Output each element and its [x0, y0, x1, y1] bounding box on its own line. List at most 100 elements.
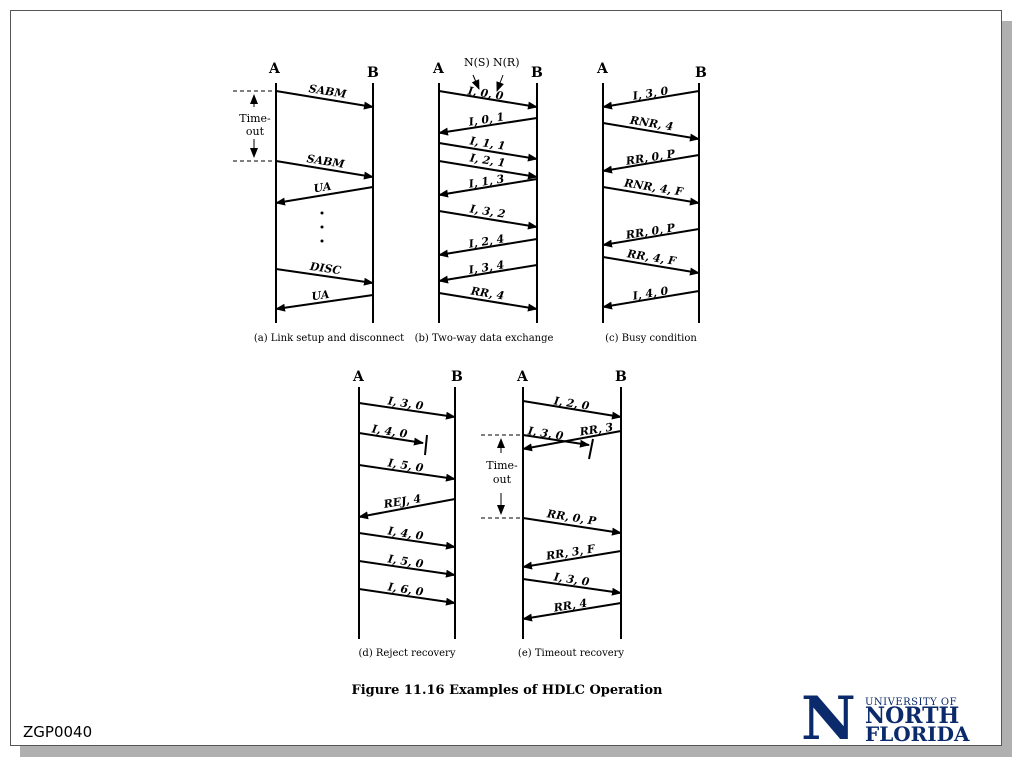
- panel-caption: (b) Two-way data exchange: [415, 333, 554, 344]
- frame-arrow: [602, 186, 700, 206]
- frame-label: RR, 4: [469, 284, 505, 302]
- timeout-label: out: [493, 473, 512, 486]
- frame-arrow: [522, 434, 590, 448]
- university-logo: N UNIVERSITY OF NORTH FLORIDA: [801, 684, 1001, 746]
- frame-arrow: [522, 517, 622, 536]
- panel-caption: (d) Reject recovery: [359, 648, 456, 659]
- frame-label: I, 2, 4: [467, 232, 505, 251]
- slide-id: ZGP0040: [23, 723, 93, 741]
- timeout-label: Time-: [239, 112, 271, 125]
- panel-caption: (c) Busy condition: [605, 333, 697, 344]
- frame-label: RR, 3: [578, 420, 615, 438]
- frame-label: I, 2, 1: [468, 151, 506, 170]
- frame-arrow: [522, 550, 622, 570]
- frame-arrow: [358, 532, 456, 550]
- station-a-label: A: [432, 61, 445, 77]
- hdlc-diagram: A B Time- out SABM SABM UA DISC UA (a) L…: [233, 56, 707, 659]
- station-b-label: B: [531, 65, 543, 81]
- panel-e: [522, 387, 622, 639]
- frame-label: DISC: [308, 260, 342, 277]
- timeout-label: Time-: [486, 459, 518, 472]
- frame-label: I, 6, 0: [386, 580, 425, 599]
- logo-line: FLORIDA: [865, 722, 970, 746]
- frame-label: I, 5, 0: [386, 456, 425, 475]
- frame-labels-a: SABM SABM UA DISC UA: [306, 82, 348, 303]
- frame-label: I, 4, 0: [386, 524, 425, 543]
- panel-b: [438, 83, 538, 323]
- figure-caption: Figure 11.16 Examples of HDLC Operation: [351, 683, 663, 698]
- frame-arrow: [438, 238, 538, 258]
- station-a-label: A: [352, 369, 365, 385]
- ns-label: N(S): [464, 56, 490, 69]
- frame-label: I, 1, 1: [468, 134, 506, 153]
- frame-labels-e: I, 2, 0 I, 3, 0 RR, 3 RR, 0, P RR, 3, F …: [526, 394, 615, 615]
- slide: A B Time- out SABM SABM UA DISC UA (a) L…: [10, 10, 1002, 746]
- timeout-label: out: [246, 125, 265, 138]
- frame-arrow: [522, 400, 622, 420]
- frame-arrow: [602, 154, 700, 174]
- logo-n-mark: N: [801, 684, 856, 746]
- frame-arrow: [438, 142, 538, 162]
- frame-arrow: [358, 464, 456, 482]
- frame-arrow: [438, 264, 538, 284]
- frame-arrow: [438, 90, 538, 110]
- frame-label: RR, 0, P: [624, 147, 677, 168]
- frame-label: I, 3, 0: [552, 570, 591, 589]
- ns-nr-pointers: [471, 74, 504, 92]
- nr-label: N(R): [493, 56, 520, 69]
- frame-label: I, 3, 4: [467, 258, 505, 277]
- station-b-label: B: [367, 65, 379, 81]
- logo-line: NORTH: [865, 703, 960, 729]
- frame-arrow: [438, 210, 538, 230]
- frame-arrow: [275, 268, 374, 286]
- frame-arrow: [358, 498, 456, 520]
- frame-arrow: [358, 560, 456, 578]
- frame-label: I, 0, 1: [467, 110, 505, 129]
- frame-arrow: [358, 588, 456, 606]
- frame-label: I, 2, 0: [552, 394, 591, 413]
- frame-label: I, 0, 0: [466, 84, 505, 103]
- frame-arrow: [602, 228, 700, 248]
- frame-arrow: [275, 294, 374, 312]
- station-a-label: A: [516, 369, 529, 385]
- timeout-marker-e: [481, 434, 523, 519]
- station-b-label: B: [615, 369, 627, 385]
- frame-arrow: [602, 256, 700, 276]
- frame-arrow: [602, 90, 700, 110]
- frame-label: I, 3, 2: [468, 202, 507, 221]
- frame-labels-c: I, 3, 0 RNR, 4 RR, 0, P RNR, 4, F RR, 0,…: [622, 84, 685, 303]
- frame-arrow: [275, 186, 374, 206]
- panel-caption: (a) Link setup and disconnect: [254, 333, 404, 344]
- frame-arrow: [275, 90, 374, 110]
- frame-arrow: [602, 290, 700, 310]
- frame-labels-d: I, 3, 0 I, 4, 0 I, 5, 0 REJ, 4 I, 4, 0 I…: [370, 394, 425, 599]
- panel-a: [275, 83, 374, 323]
- frame-arrow: [522, 602, 622, 622]
- frame-arrow: [358, 402, 456, 420]
- frame-arrow: [275, 160, 374, 180]
- frame-label: I, 5, 0: [386, 552, 425, 571]
- frame-label: I, 3, 0: [631, 84, 670, 103]
- frame-arrow: [522, 430, 622, 452]
- frame-arrow: [438, 117, 538, 136]
- logo-line: UNIVERSITY OF: [865, 697, 958, 708]
- frame-label: I, 4, 0: [370, 422, 409, 441]
- frame-lost-mark: [588, 438, 594, 460]
- frame-arrow: [522, 578, 622, 596]
- station-b-label: B: [451, 369, 463, 385]
- frame-arrow: [438, 160, 538, 180]
- panel-c: [602, 83, 700, 323]
- station-b-label: B: [695, 65, 707, 81]
- frame-label: REJ, 4: [382, 492, 422, 511]
- station-a-label: A: [596, 61, 609, 77]
- frame-label: UA: [313, 180, 333, 196]
- frame-lost-mark: [424, 434, 428, 456]
- frame-labels-b: I, 0, 0 I, 0, 1 I, 1, 1 I, 2, 1 I, 1, 3 …: [466, 84, 507, 302]
- frame-arrow: [438, 292, 538, 312]
- panel-d: [358, 387, 456, 639]
- frame-label: I, 1, 3: [467, 172, 506, 191]
- frame-arrow: [602, 122, 700, 142]
- frame-label: RR, 0, P: [624, 221, 677, 242]
- station-a-label: A: [268, 61, 281, 77]
- panel-caption: (e) Timeout recovery: [518, 648, 624, 659]
